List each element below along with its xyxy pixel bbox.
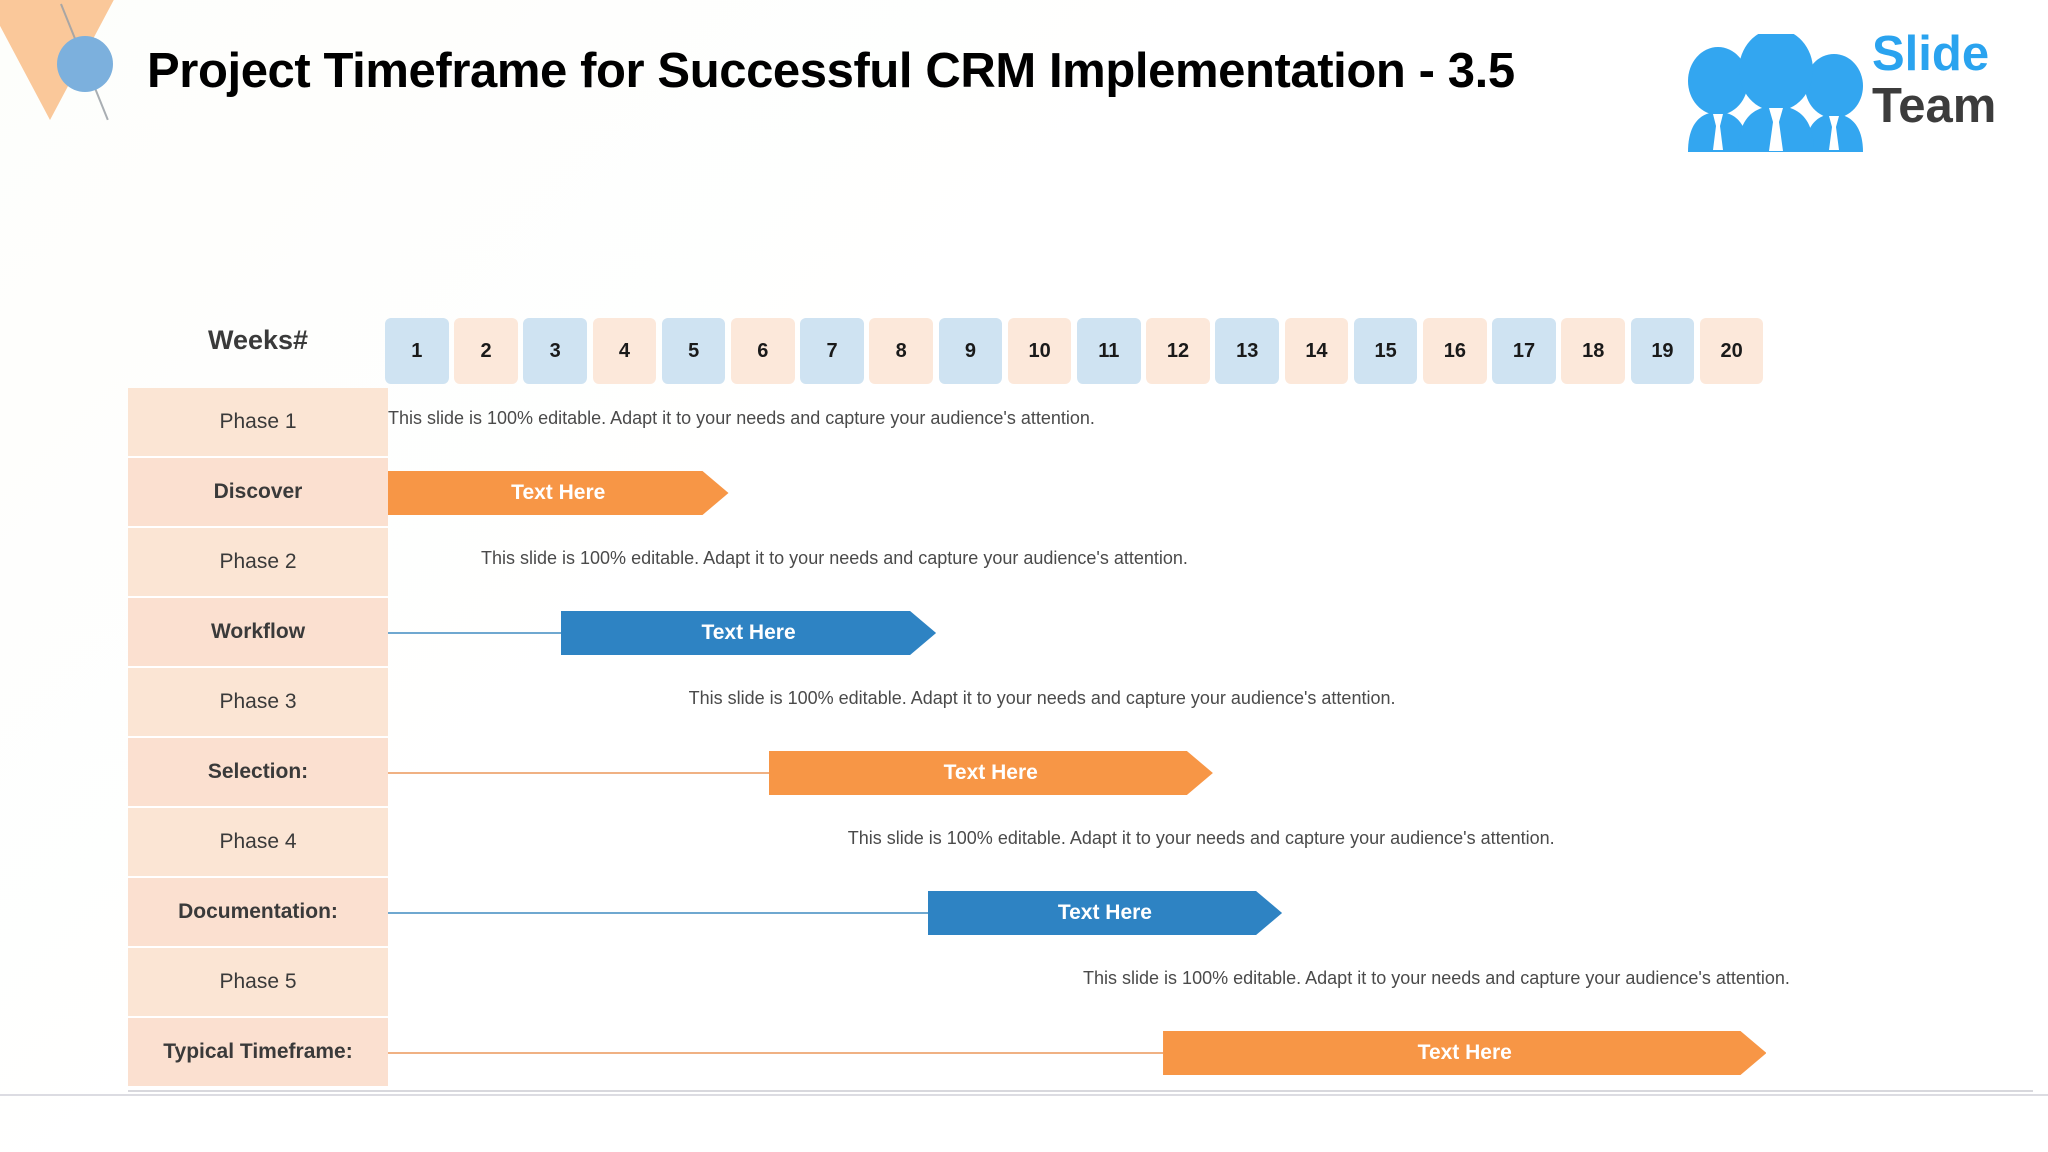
week-cell-19[interactable]: 19	[1630, 318, 1695, 384]
bottom-divider	[128, 1090, 2033, 1092]
sidebar-task-1[interactable]: Discover	[128, 458, 388, 528]
week-cell-6[interactable]: 6	[731, 318, 795, 384]
week-cell-9[interactable]: 9	[938, 318, 1003, 384]
week-cell-14[interactable]: 14	[1284, 318, 1349, 384]
lane-description-3: This slide is 100% editable. Adapt it to…	[688, 688, 1396, 708]
logo-text-slide: Slide	[1872, 27, 1990, 81]
task-bar-2[interactable]: Text Here	[561, 611, 936, 655]
week-cell-10[interactable]: 10	[1007, 318, 1072, 384]
week-cell-13[interactable]: 13	[1215, 318, 1280, 384]
week-cell-8[interactable]: 8	[869, 318, 934, 384]
lane-description-2: This slide is 100% editable. Adapt it to…	[481, 548, 1188, 568]
logo-text-team: Team	[1872, 79, 1997, 133]
week-cell-20[interactable]: 20	[1699, 318, 1764, 384]
decorative-circle	[57, 36, 113, 92]
lane-description-1: This slide is 100% editable. Adapt it to…	[388, 408, 1095, 428]
week-cell-16[interactable]: 16	[1423, 318, 1487, 384]
week-cell-12[interactable]: 12	[1146, 318, 1210, 384]
week-cell-2[interactable]: 2	[454, 318, 518, 384]
lane-connector-5	[388, 1052, 1164, 1054]
weeks-header-label: Weeks#	[207, 325, 309, 355]
week-cell-17[interactable]: 17	[1492, 318, 1556, 384]
task-bar-1[interactable]: Text Here	[388, 471, 729, 515]
task-bar-4[interactable]: Text Here	[928, 891, 1282, 935]
week-cell-15[interactable]: 15	[1353, 318, 1418, 384]
page-title: Project Timeframe for Successful CRM Imp…	[147, 44, 1515, 98]
sidebar-task-4[interactable]: Documentation:	[128, 878, 388, 948]
sidebar-task-5[interactable]: Typical Timeframe:	[128, 1018, 388, 1088]
people-group-icon	[1688, 34, 1863, 152]
footer-divider	[0, 1094, 2048, 1096]
sidebar-task-2[interactable]: Workflow	[128, 598, 388, 668]
lane-connector-4	[388, 912, 928, 914]
sidebar-task-3[interactable]: Selection:	[128, 738, 388, 808]
lane-connector-3	[388, 772, 769, 774]
slideteam-logo: Slide Team	[1676, 22, 2026, 152]
week-cell-11[interactable]: 11	[1077, 318, 1141, 384]
week-cell-18[interactable]: 18	[1561, 318, 1626, 384]
week-cell-1[interactable]: 1	[385, 318, 449, 384]
week-cell-3[interactable]: 3	[523, 318, 588, 384]
sidebar-phase-1: Phase 1	[128, 388, 388, 458]
week-cell-5[interactable]: 5	[661, 318, 726, 384]
week-cell-7[interactable]: 7	[800, 318, 864, 384]
lane-connector-2	[388, 632, 561, 634]
sidebar-phase-5: Phase 5	[128, 948, 388, 1018]
sidebar-phase-4: Phase 4	[128, 808, 388, 878]
task-bar-5[interactable]: Text Here	[1163, 1031, 1766, 1075]
task-bar-3[interactable]: Text Here	[769, 751, 1213, 795]
lane-description-5: This slide is 100% editable. Adapt it to…	[1083, 968, 1790, 988]
sidebar-phase-3: Phase 3	[128, 668, 388, 738]
lane-description-4: This slide is 100% editable. Adapt it to…	[847, 828, 1555, 848]
week-cell-4[interactable]: 4	[592, 318, 657, 384]
sidebar-phase-2: Phase 2	[128, 528, 388, 598]
